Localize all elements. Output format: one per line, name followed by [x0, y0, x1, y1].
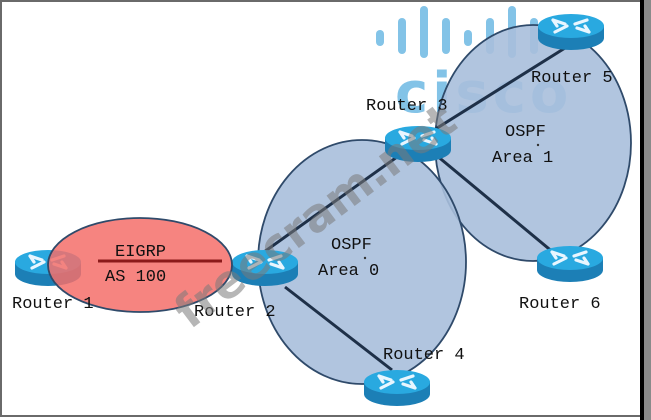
router-3-label: Router 3 [366, 97, 448, 116]
link-r3-r6 [429, 148, 561, 260]
router-6-label: Router 6 [519, 295, 601, 314]
router-5-label: Router 5 [531, 69, 613, 88]
area-1-center-dot [536, 143, 540, 147]
router-5-icon[interactable] [536, 12, 606, 52]
link-r2-r3 [249, 140, 419, 264]
link-r3-r5 [417, 46, 566, 142]
ospf-area-0-label: OSPF [331, 236, 372, 255]
ospf-area-1-number: Area 1 [492, 149, 553, 168]
frame-right-border [640, 0, 644, 420]
area-0-center-dot [363, 256, 367, 260]
eigrp-region [47, 217, 233, 313]
eigrp-label: EIGRP [115, 243, 166, 262]
ospf-area-1-label: OSPF [505, 123, 546, 142]
ospf-area-0-number: Area 0 [318, 262, 379, 281]
router-4-icon[interactable] [362, 368, 432, 408]
router-6-icon[interactable] [535, 244, 605, 284]
router-2-label: Router 2 [194, 303, 276, 322]
eigrp-as-label: AS 100 [105, 268, 166, 287]
router-1-label: Router 1 [12, 295, 94, 314]
router-4-label: Router 4 [383, 346, 465, 365]
frame-right-shadow [644, 0, 651, 420]
link-r2-r4 [284, 285, 393, 372]
ospf-area-1-region [434, 24, 632, 262]
